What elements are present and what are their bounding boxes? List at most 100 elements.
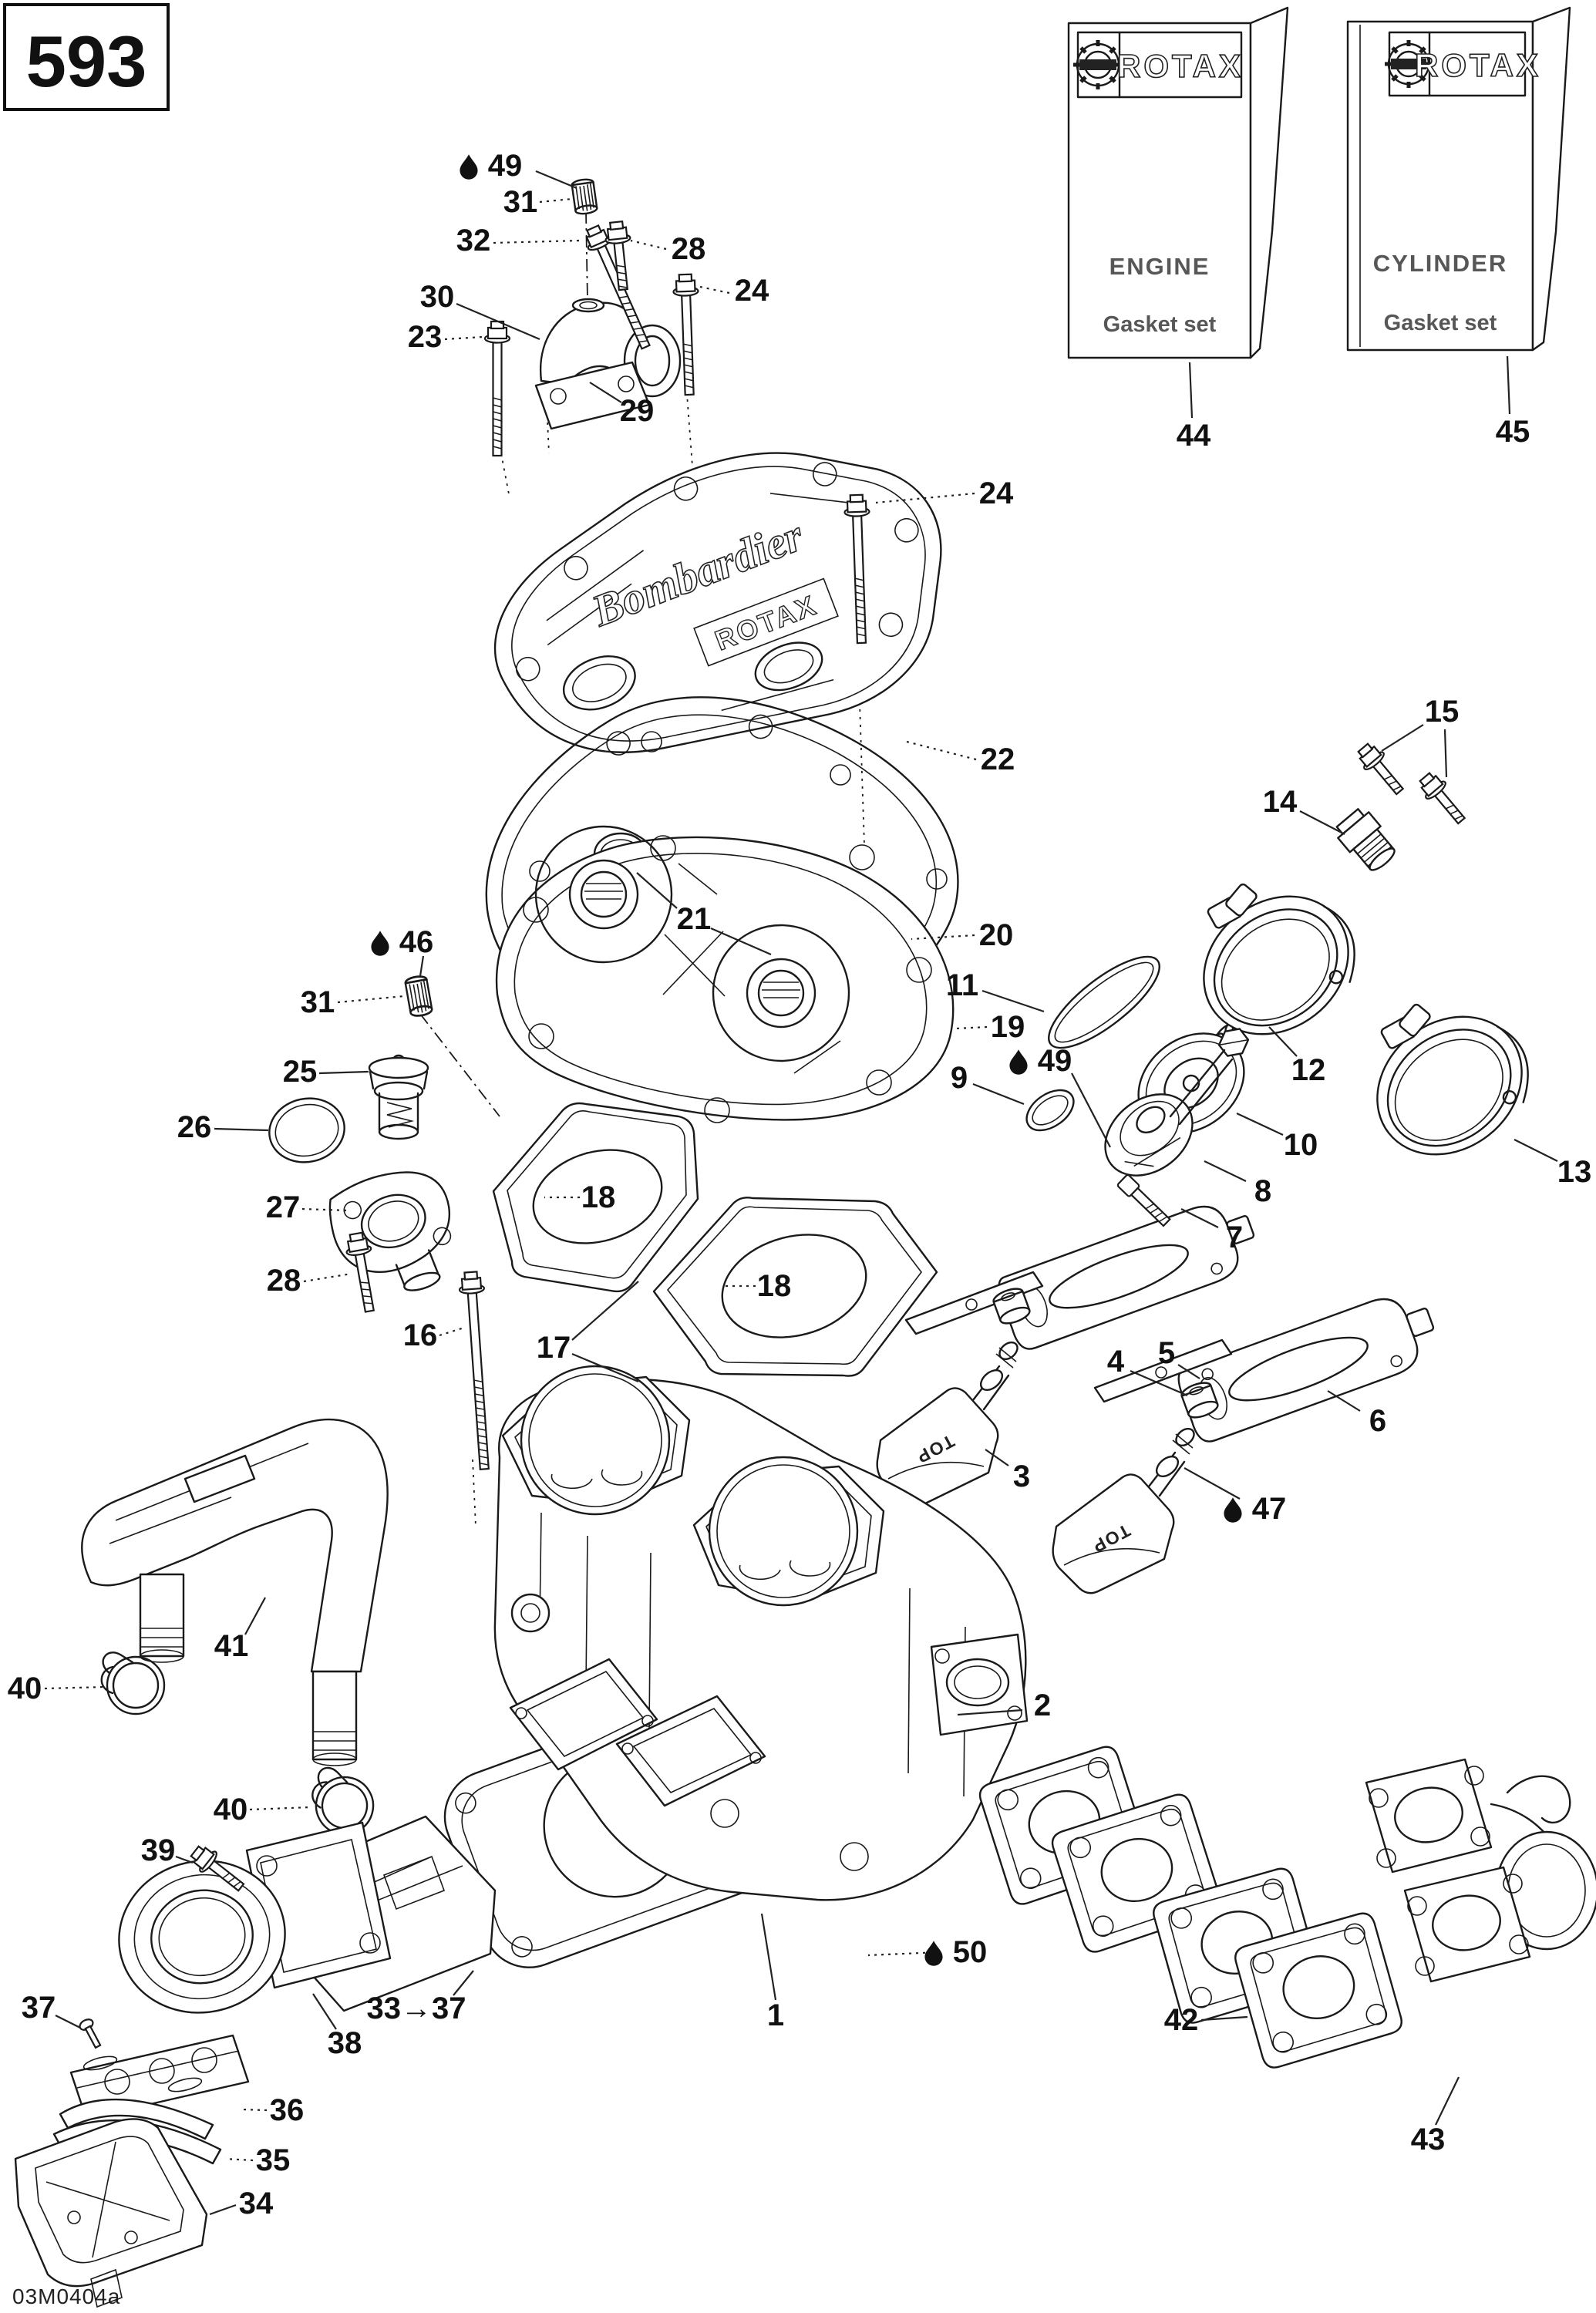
callout-26: 26 bbox=[177, 1110, 269, 1144]
manifold-flange-a bbox=[1365, 1758, 1493, 1874]
leader-line bbox=[44, 1685, 106, 1690]
cylinder-bore-a bbox=[501, 1365, 691, 1516]
callout-44: 44 bbox=[1177, 362, 1211, 453]
valve-slide-3a: TOP bbox=[876, 1341, 1019, 1508]
callout-number: 19 bbox=[991, 1010, 1025, 1044]
package-subtitle: Gasket set bbox=[1384, 311, 1497, 335]
callout-number: 44 bbox=[1177, 419, 1211, 453]
leader-line bbox=[1514, 1139, 1558, 1162]
callout-number: 42 bbox=[1164, 2003, 1199, 2037]
callout-number: 47 bbox=[1252, 1492, 1287, 1526]
leader-line bbox=[985, 1449, 1009, 1466]
callout-16: 16 bbox=[403, 1318, 465, 1352]
callout-number: 28 bbox=[267, 1264, 301, 1298]
thermostat-25 bbox=[368, 1054, 429, 1140]
cylinder-block bbox=[493, 1365, 1029, 1901]
reed-flange-b bbox=[615, 1695, 766, 1807]
callout-9: 9 bbox=[951, 1061, 1025, 1106]
model-number: 593 bbox=[26, 21, 147, 102]
cylinder-bore-b bbox=[692, 1456, 885, 1607]
leader-line bbox=[1236, 1113, 1284, 1136]
leader-line bbox=[760, 1913, 777, 2001]
callout-38: 38 bbox=[312, 1993, 362, 2060]
leader-line bbox=[241, 2108, 268, 2112]
callout-32: 32 bbox=[456, 224, 581, 258]
cylinder-head-cover: Bombardier ROTAX bbox=[493, 452, 942, 756]
callout-34: 34 bbox=[209, 2187, 274, 2220]
callout-number: 45 bbox=[1496, 415, 1530, 449]
exhaust-manifold-43 bbox=[1365, 1758, 1596, 1983]
callout-number: 5 bbox=[1158, 1336, 1175, 1370]
callout-number: 49 bbox=[488, 149, 523, 183]
manifold-flange-b bbox=[1403, 1866, 1531, 1983]
callout-number: 40 bbox=[8, 1672, 42, 1705]
package-title: CYLINDER bbox=[1373, 250, 1507, 277]
leader-line bbox=[1071, 1072, 1111, 1148]
callout-39: 39 bbox=[141, 1833, 194, 1867]
leader-line bbox=[1443, 729, 1448, 778]
hex-bolt bbox=[345, 1231, 375, 1313]
callout-45: 45 bbox=[1496, 355, 1530, 449]
callout-49: 49 bbox=[460, 149, 577, 190]
valve-piston-8 bbox=[1104, 1093, 1194, 1177]
o-ring-26 bbox=[268, 1097, 345, 1163]
callout-4: 4 bbox=[1107, 1345, 1188, 1397]
callout-number: 31 bbox=[301, 985, 335, 1019]
callout-number: 18 bbox=[757, 1269, 792, 1303]
leader-line bbox=[982, 989, 1045, 1013]
muffler-stub-b bbox=[311, 1670, 358, 1766]
callout-number: 29 bbox=[620, 394, 655, 428]
callout-number: 12 bbox=[1291, 1053, 1326, 1087]
callout-10: 10 bbox=[1236, 1113, 1318, 1162]
hex-bolt bbox=[672, 273, 699, 396]
leader-line bbox=[318, 1070, 369, 1075]
callout-number: 32 bbox=[456, 224, 491, 258]
callout-40: 40 bbox=[8, 1672, 106, 1705]
callout-number: 8 bbox=[1254, 1174, 1271, 1208]
leader-line bbox=[493, 239, 581, 244]
callout-12: 12 bbox=[1268, 1026, 1326, 1087]
callout-number: 26 bbox=[177, 1110, 212, 1144]
callout-number: 37 bbox=[22, 1991, 56, 2025]
valve-plate-5b bbox=[1093, 1338, 1233, 1403]
callout-number: 15 bbox=[1425, 695, 1460, 729]
valve-cover-12 bbox=[1161, 847, 1379, 1064]
oil-drop-icon bbox=[1009, 1049, 1028, 1075]
carb-socket-38 bbox=[118, 1860, 286, 2014]
leader-line bbox=[337, 995, 405, 1004]
callout-11: 11 bbox=[946, 968, 1045, 1013]
hex-bolt bbox=[483, 320, 511, 457]
callout-number: 34 bbox=[239, 2187, 274, 2220]
leader-line bbox=[1299, 810, 1345, 835]
callout-23: 23 bbox=[408, 320, 483, 354]
callout-25: 25 bbox=[283, 1055, 369, 1089]
callout-number: 43 bbox=[1411, 2123, 1446, 2156]
leader-line bbox=[636, 872, 678, 909]
callout-number: 39 bbox=[141, 1833, 176, 1867]
leader-line bbox=[301, 1207, 349, 1212]
callout-47: 47 bbox=[1184, 1467, 1287, 1526]
valve-housing-b bbox=[1173, 1283, 1446, 1447]
callout-27: 27 bbox=[266, 1190, 349, 1224]
rotax-gear-icon bbox=[1385, 40, 1433, 88]
muffler-41 bbox=[81, 1418, 389, 1766]
callout-7: 7 bbox=[1180, 1208, 1243, 1254]
callout-36: 36 bbox=[241, 2093, 304, 2127]
plug-31a bbox=[570, 177, 599, 216]
package-brand: ROTAX bbox=[1415, 47, 1541, 83]
leader-line bbox=[312, 1993, 337, 2030]
drawing-code: 03M0404a bbox=[12, 2284, 120, 2308]
callout-number: 9 bbox=[951, 1061, 968, 1095]
oil-drop-icon bbox=[460, 154, 478, 180]
o-ring-11 bbox=[1048, 955, 1160, 1049]
socket bbox=[1116, 1174, 1171, 1227]
reed-stopper-plate-36 bbox=[69, 2034, 250, 2120]
valve-housing-a bbox=[993, 1190, 1266, 1355]
callout-42: 42 bbox=[1164, 2003, 1248, 2037]
callout-number: 24 bbox=[979, 476, 1014, 510]
callout-24: 24 bbox=[699, 274, 769, 308]
callout-3: 3 bbox=[985, 1449, 1030, 1493]
callout-number: 3 bbox=[1013, 1460, 1030, 1493]
callout-number: 4 bbox=[1107, 1345, 1125, 1379]
